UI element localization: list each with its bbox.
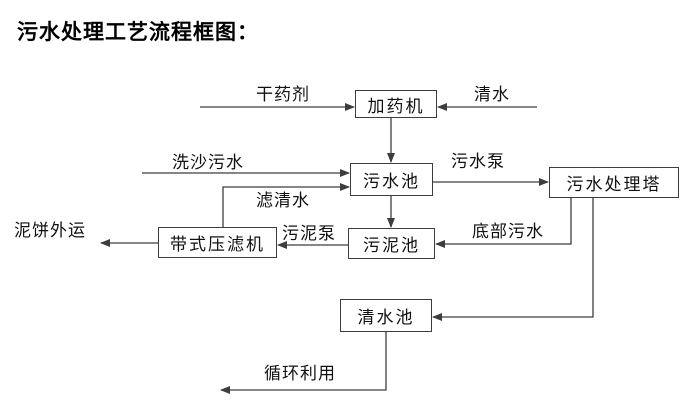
label-mud-cake-out: 泥饼外运 (14, 221, 86, 240)
label-sludge-pump: 污泥泵 (282, 224, 336, 243)
node-belt-filter-press: 带式压滤机 (158, 227, 277, 258)
label-clean-water: 清水 (474, 85, 510, 104)
arrow-tower-to-clean-water-pool (432, 198, 594, 321)
label-sewage-pump: 污水泵 (451, 152, 505, 171)
arrow-bottom-sewage-to-sludge-pool (435, 198, 572, 248)
node-sludge-pool: 污泥池 (348, 228, 435, 259)
label-dry-chemical: 干药剂 (256, 85, 310, 104)
node-dosing-machine: 加药机 (355, 90, 437, 118)
label-filtered-water: 滤清水 (256, 191, 310, 210)
node-sewage-treatment-tower: 污水处理塔 (549, 167, 679, 198)
label-recycling-use: 循环利用 (264, 364, 336, 383)
node-clean-water-pool: 清水池 (340, 299, 432, 332)
arrow-filtered-water-to-sewage-pool (222, 183, 350, 228)
arrow-recycling-use (220, 332, 387, 394)
node-sewage-pool: 污水池 (350, 163, 433, 196)
label-sand-washing-sewage: 洗沙污水 (172, 153, 244, 172)
page-title: 污水处理工艺流程框图： (17, 21, 259, 44)
label-bottom-sewage: 底部污水 (472, 222, 544, 241)
